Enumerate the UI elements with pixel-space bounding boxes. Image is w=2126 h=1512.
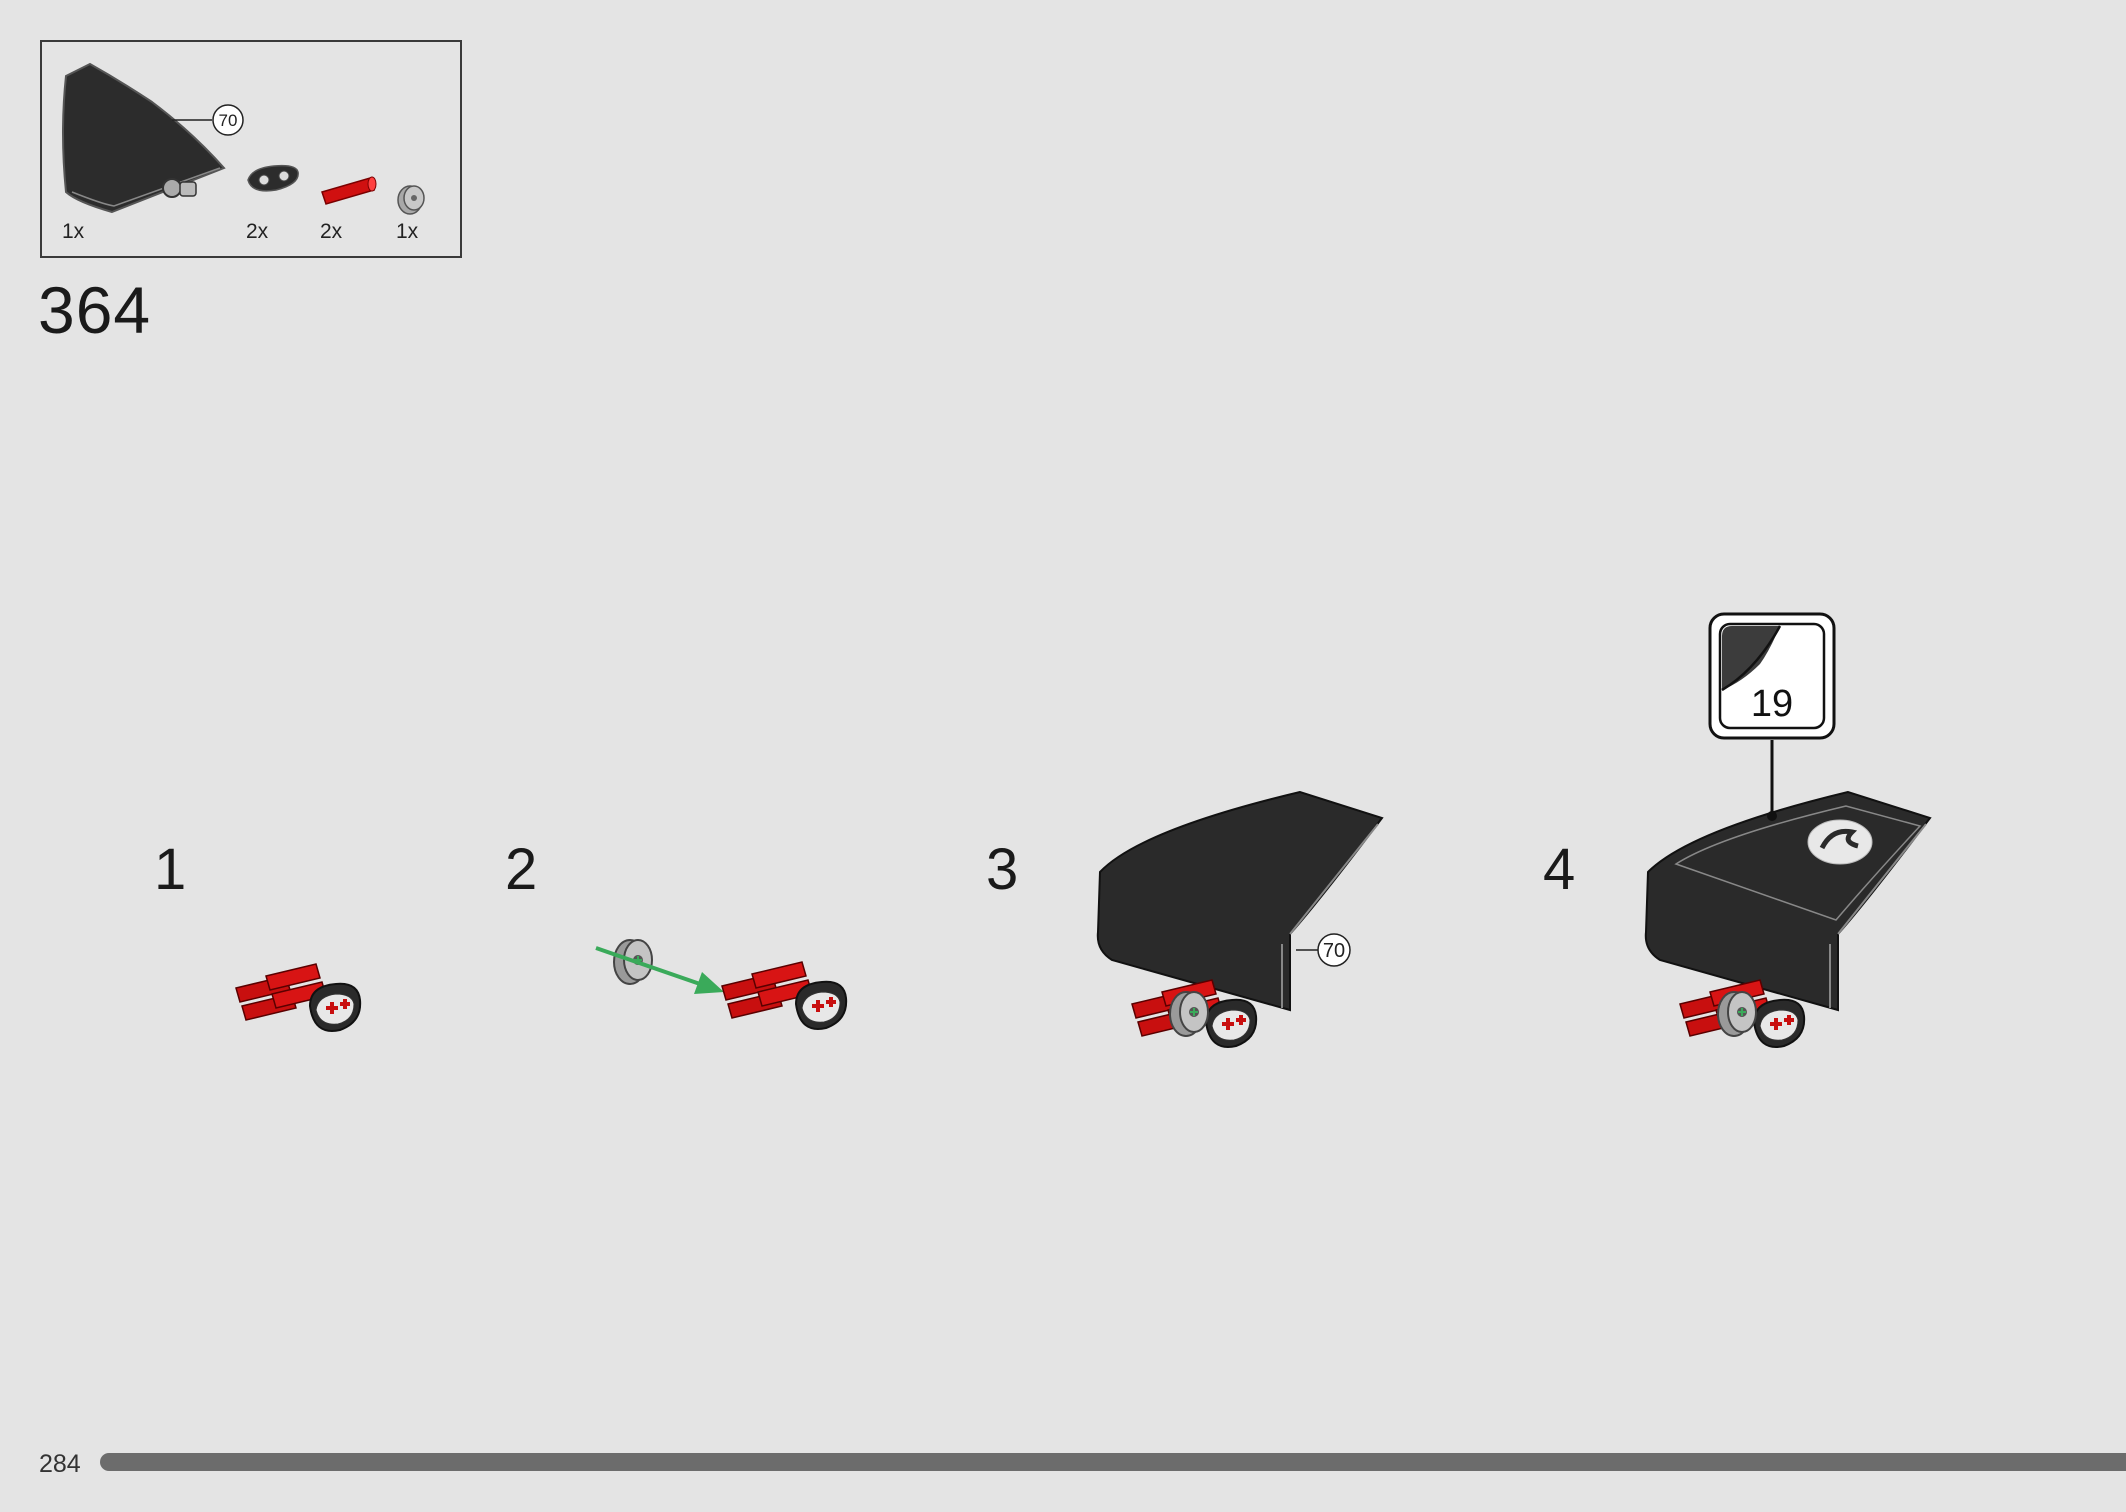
- sticker-logo-icon: [1807, 819, 1873, 865]
- page-number: 284: [39, 1450, 81, 1478]
- part-callout-70: 70: [1296, 933, 1351, 967]
- grey-bush-part-icon: [397, 185, 425, 215]
- svg-text:70: 70: [219, 111, 238, 130]
- step-number: 364: [38, 273, 152, 347]
- sub-step-1-model: [234, 962, 363, 1033]
- parts-list-illustrations: 70: [62, 62, 425, 215]
- sub-step-label: 2: [505, 837, 538, 902]
- red-axle-pin-part-icon: [321, 176, 377, 205]
- assembly-arrow-icon: [595, 946, 701, 986]
- sub-step-4-model: 19: [1644, 612, 1932, 1049]
- sub-step-label: 3: [986, 837, 1019, 902]
- sub-step-2-model: [595, 939, 849, 1031]
- part-quantity: 1x: [396, 220, 419, 243]
- part-quantity: 2x: [246, 220, 269, 243]
- build-illustrations: 70 19: [234, 612, 1932, 1049]
- sub-step-label: 1: [154, 837, 187, 902]
- sub-step-3-model: 70: [1096, 790, 1384, 1049]
- parts-list-box: 70 1x 2x 2x 1x: [40, 40, 462, 258]
- progress-bar: [100, 1453, 2126, 1471]
- svg-text:70: 70: [1323, 940, 1345, 962]
- arrow-head-icon: [694, 972, 724, 994]
- liftarm-connector-part-icon: [247, 164, 299, 192]
- part-quantity: 2x: [320, 220, 343, 243]
- sticker-number: 19: [1751, 683, 1793, 725]
- progress-bar-fill: [100, 1453, 2126, 1471]
- part-quantity: 1x: [62, 220, 85, 243]
- part-callout-70: 70: [172, 104, 244, 136]
- sub-step-label: 4: [1543, 837, 1576, 902]
- sticker-callout: 19: [1708, 612, 1836, 821]
- curved-panel-part-icon: [62, 62, 226, 214]
